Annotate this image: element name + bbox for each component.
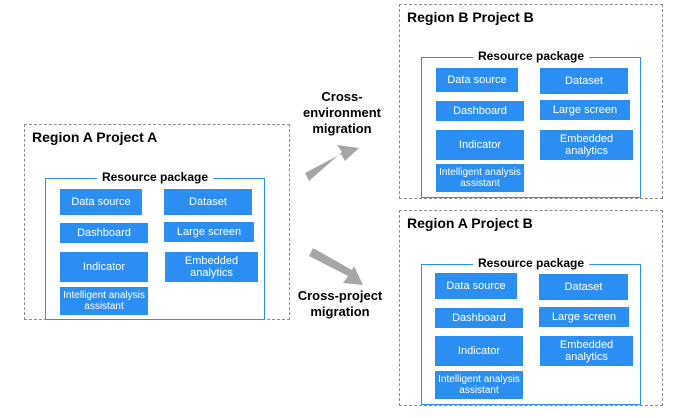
embedded-analytics-box: Embedded analytics — [540, 336, 633, 366]
region-title: Region A Project B — [407, 215, 533, 231]
dashboard-box: Dashboard — [60, 223, 148, 243]
cross-environment-arrow — [305, 145, 359, 181]
intelligent-analysis-assistant-box: Intelligent analysis assistant — [60, 287, 148, 315]
large-screen-box: Large screen — [540, 100, 630, 120]
dataset-box: Dataset — [539, 274, 628, 300]
dataset-box: Dataset — [540, 68, 628, 94]
region-a-project-a: Region A Project A Resource package Data… — [24, 124, 290, 320]
resource-package: Resource package Data source Dataset Das… — [45, 170, 265, 320]
intelligent-analysis-assistant-box: Intelligent analysis assistant — [435, 371, 523, 399]
region-title: Region A Project A — [32, 129, 158, 145]
data-source-box: Data source — [435, 273, 517, 299]
cross-project-label: Cross-project migration — [297, 288, 383, 319]
dashboard-box: Dashboard — [435, 308, 523, 328]
indicator-box: Indicator — [436, 130, 524, 160]
region-a-project-b: Region A Project B Resource package Data… — [399, 210, 663, 406]
indicator-box: Indicator — [435, 336, 523, 366]
dataset-box: Dataset — [164, 189, 252, 215]
intelligent-analysis-assistant-box: Intelligent analysis assistant — [436, 164, 524, 192]
data-source-box: Data source — [60, 189, 142, 215]
cross-environment-label: Cross-environment migration — [302, 89, 381, 136]
region-title: Region B Project B — [407, 9, 534, 25]
resource-package: Resource package Data source Dataset Das… — [421, 256, 641, 405]
indicator-box: Indicator — [60, 252, 148, 282]
data-source-box: Data source — [436, 68, 518, 92]
large-screen-box: Large screen — [164, 222, 254, 242]
region-b-project-b: Region B Project B Resource package Data… — [399, 4, 663, 199]
resource-package-title: Resource package — [96, 170, 214, 184]
dashboard-box: Dashboard — [436, 101, 524, 121]
resource-package-title: Resource package — [472, 49, 590, 63]
resource-package-title: Resource package — [472, 256, 590, 270]
large-screen-box: Large screen — [539, 307, 629, 327]
resource-package: Resource package Data source Dataset Das… — [421, 49, 641, 198]
cross-project-arrow — [309, 248, 363, 285]
embedded-analytics-box: Embedded analytics — [165, 252, 258, 282]
embedded-analytics-box: Embedded analytics — [540, 130, 633, 160]
